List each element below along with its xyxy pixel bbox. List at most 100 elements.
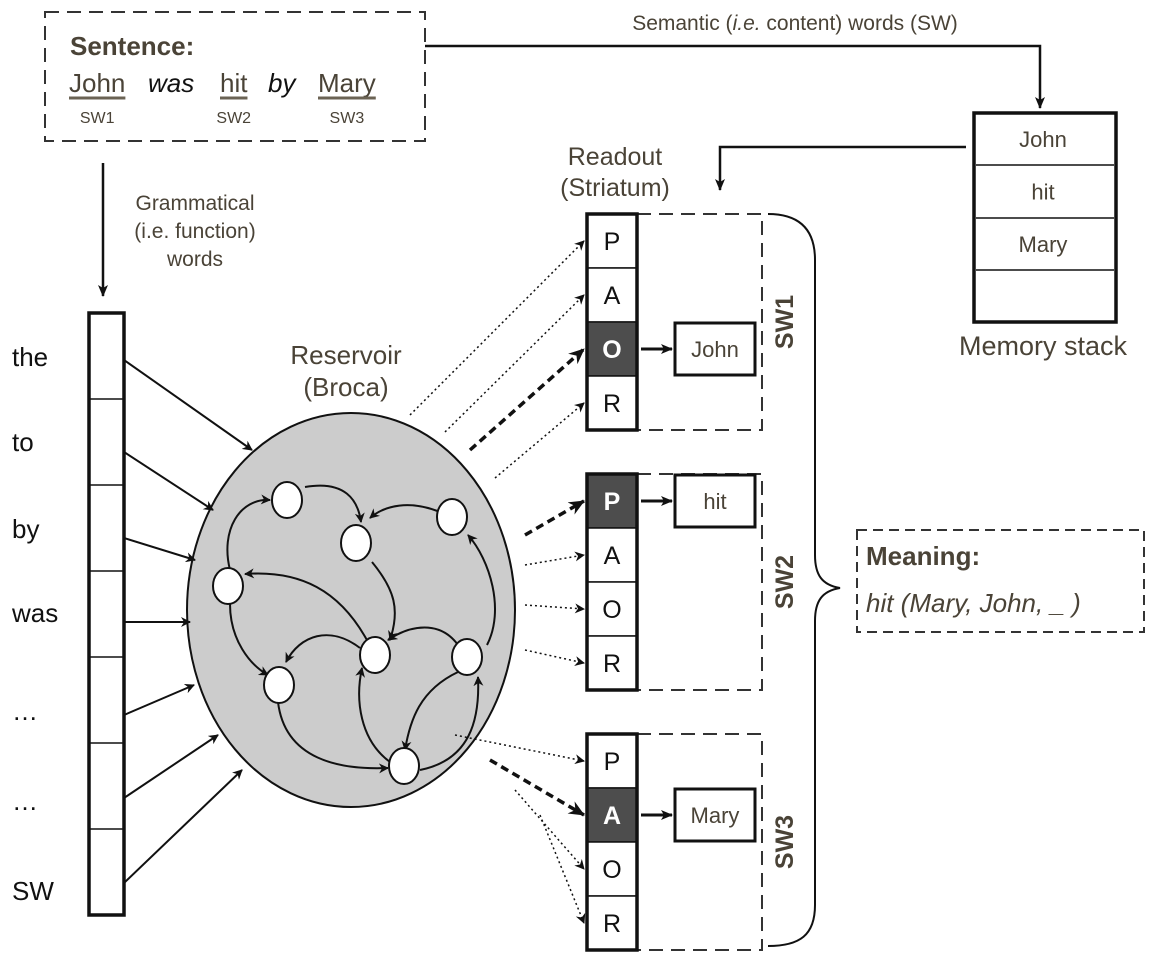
semantic-words-arrow: Semantic (i.e. content) words (SW) bbox=[425, 12, 1045, 109]
readout-arrow bbox=[454, 734, 585, 765]
input-arrow bbox=[123, 537, 196, 563]
meaning-title: Meaning: bbox=[866, 541, 980, 571]
sw-group-label: SW2 bbox=[771, 555, 799, 609]
reservoir-edge bbox=[387, 626, 459, 646]
meaning-value: hit (Mary, John, _ ) bbox=[866, 588, 1081, 618]
input-arrow bbox=[123, 769, 243, 884]
input-arrow bbox=[123, 683, 195, 716]
sentence-title: Sentence: bbox=[70, 31, 194, 61]
readout-arrow bbox=[494, 402, 585, 479]
sw-group-label: SW1 bbox=[771, 295, 799, 349]
readout-arrow bbox=[514, 789, 585, 870]
role-column bbox=[585, 732, 639, 952]
output-word: hit bbox=[703, 489, 726, 514]
reservoir-label-2: (Broca) bbox=[303, 372, 388, 402]
sentence-word: by bbox=[268, 68, 297, 98]
readout-arrow bbox=[524, 551, 585, 566]
reservoir-edge bbox=[369, 504, 441, 519]
reservoir-edge bbox=[401, 671, 459, 751]
role-label: R bbox=[603, 390, 621, 418]
readout-arrow bbox=[539, 814, 586, 924]
role-label: P bbox=[604, 748, 621, 776]
reservoir-node bbox=[271, 481, 303, 519]
readout-arrow bbox=[524, 603, 585, 614]
readout-label-1: Readout bbox=[568, 143, 663, 171]
reservoir-edge bbox=[304, 484, 365, 523]
role-cell bbox=[586, 527, 638, 583]
role-label: A bbox=[603, 802, 621, 830]
reservoir-node bbox=[451, 638, 483, 676]
readout-arrow bbox=[524, 649, 585, 666]
readout-label-2: (Striatum) bbox=[560, 174, 670, 202]
reservoir-edge bbox=[229, 603, 269, 676]
sw-tag: SW2 bbox=[216, 110, 251, 127]
active-readout-arrow bbox=[468, 347, 586, 452]
readout-group-box bbox=[637, 473, 763, 691]
reservoir-edge bbox=[226, 494, 271, 571]
reservoir-node bbox=[436, 498, 468, 536]
memory-cell: Mary bbox=[1019, 232, 1068, 257]
sw-tag: SW1 bbox=[80, 110, 115, 127]
active-readout-arrow bbox=[524, 499, 585, 537]
meaning-box: Meaning: hit (Mary, John, _ ) bbox=[856, 529, 1145, 633]
input-word: … bbox=[12, 786, 38, 816]
reservoir-node bbox=[263, 666, 295, 704]
memory-to-readout-arrow bbox=[715, 145, 966, 191]
reservoir-edge bbox=[467, 534, 496, 646]
output-word-box bbox=[673, 787, 757, 843]
reservoir: Reservoir (Broca) bbox=[186, 340, 516, 808]
grammatical-words-arrow: Grammatical (i.e. function) words bbox=[98, 163, 256, 297]
input-arrow bbox=[123, 734, 219, 799]
role-column bbox=[585, 472, 639, 692]
reservoir-edge bbox=[285, 634, 361, 663]
semantic-words-label: Semantic (i.e. content) words (SW) bbox=[632, 12, 958, 35]
role-label: O bbox=[602, 856, 621, 884]
memory-stack-label: Memory stack bbox=[959, 331, 1128, 361]
sw-group-label: SW3 bbox=[771, 815, 799, 869]
sentence-word: was bbox=[148, 68, 194, 98]
input-word: to bbox=[12, 427, 34, 457]
input-word: by bbox=[12, 514, 39, 544]
reservoir-label-1: Reservoir bbox=[290, 340, 402, 370]
reservoir-node bbox=[359, 636, 391, 674]
memory-cell: hit bbox=[1031, 180, 1054, 205]
input-word: … bbox=[12, 696, 38, 726]
role-label: R bbox=[603, 910, 621, 938]
sentence-word: hit bbox=[220, 68, 248, 98]
output-word: John bbox=[691, 337, 739, 362]
active-readout-arrow bbox=[489, 758, 585, 817]
role-label: O bbox=[602, 336, 621, 364]
grammatical-label-1: Grammatical bbox=[135, 192, 254, 215]
input-word: was bbox=[11, 598, 58, 628]
readout-group-box bbox=[637, 733, 763, 951]
role-label: O bbox=[602, 596, 621, 624]
reservoir-edge bbox=[277, 701, 389, 774]
role-label: P bbox=[604, 488, 621, 516]
memory-cell: John bbox=[1019, 127, 1067, 152]
sw-tag: SW3 bbox=[330, 110, 365, 127]
grammatical-label-2: (i.e. function) bbox=[134, 220, 255, 243]
role-label: R bbox=[603, 650, 621, 678]
input-word: the bbox=[12, 342, 48, 372]
role-label: P bbox=[604, 228, 621, 256]
reservoir-node bbox=[212, 567, 244, 605]
reservoir-edge bbox=[244, 568, 369, 643]
reservoir-edge bbox=[419, 676, 484, 771]
output-word-box bbox=[673, 321, 757, 377]
input-arrow bbox=[123, 451, 214, 511]
role-label: A bbox=[604, 542, 621, 570]
input-word: SW bbox=[12, 876, 54, 906]
grammatical-label-3: words bbox=[166, 248, 223, 271]
readout-arrow bbox=[409, 240, 585, 416]
role-label: A bbox=[604, 282, 621, 310]
readout-group-box bbox=[637, 213, 763, 431]
output-word: Mary bbox=[691, 803, 740, 828]
reservoir-node bbox=[340, 524, 372, 562]
sentence-word: John bbox=[69, 68, 125, 98]
reservoir-node bbox=[388, 747, 420, 785]
